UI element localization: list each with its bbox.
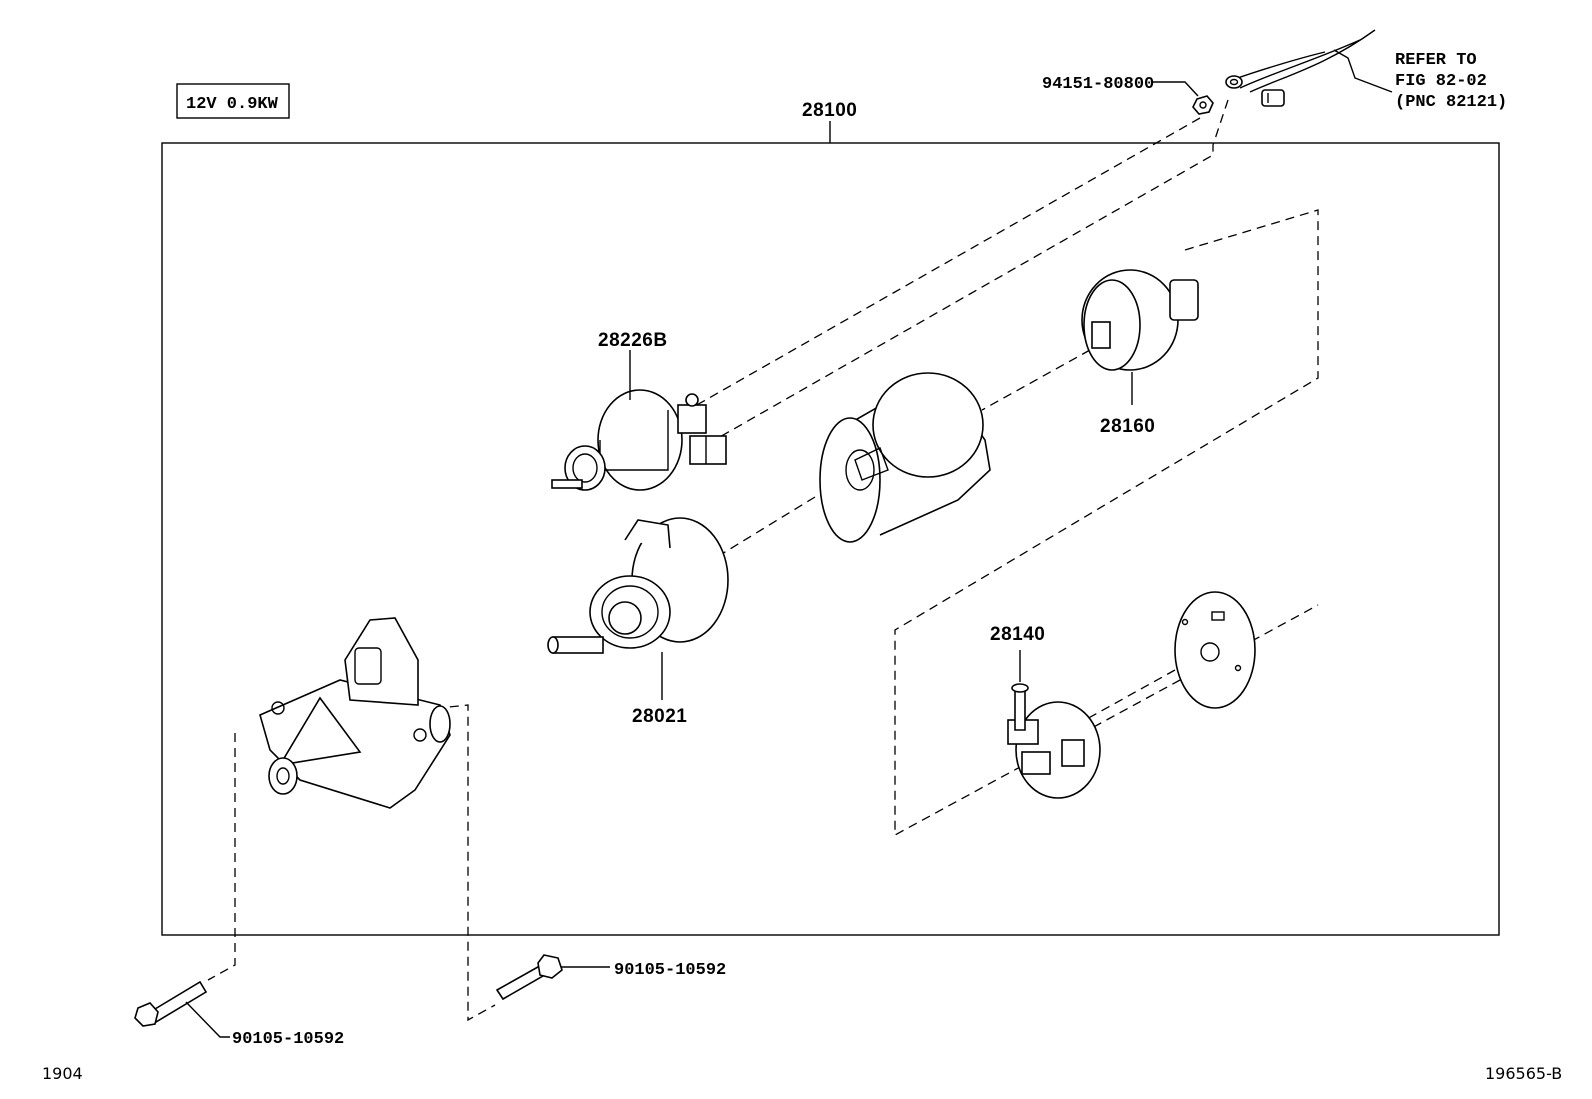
label-bolt-upper: 90105-10592 [614,961,726,980]
bolt-lower-part: 90105-10592 [134,980,344,1049]
nut-part: 94151-80800 [1042,75,1214,115]
armature-part: 28160 [1081,269,1199,437]
label-armature: 28160 [1100,416,1155,437]
label-drive: 28021 [632,706,687,727]
assembly-frame [161,142,1500,936]
assembly-lines [207,99,1319,1022]
corner-code-left: 1904 [42,1064,83,1083]
spec-label: 12V 0.9KW [186,95,279,114]
ref-line3: (PNC 82121) [1395,93,1507,112]
label-bolt-lower: 90105-10592 [232,1030,344,1049]
label-assembly: 28100 [802,100,857,121]
solenoid-part: 28226B [551,330,727,491]
label-solenoid: 28226B [598,330,668,351]
label-brush-holder: 28140 [990,624,1045,645]
yoke-part [819,372,991,543]
ref-line1: REFER TO [1395,51,1477,70]
label-nut: 94151-80800 [1042,75,1154,94]
ref-line2: FIG 82-02 [1395,72,1487,91]
drive-part: 28021 [547,517,729,727]
end-plate-part [1174,591,1256,709]
bolt-upper-part: 90105-10592 [495,954,726,1001]
corner-code-right: 196565-B [1485,1064,1562,1083]
front-housing-part [259,617,451,809]
spec-box: 12V 0.9KW [176,83,290,119]
wire-harness: REFER TO FIG 82-02 (PNC 82121) [1225,29,1507,112]
brush-holder-part: 28140 [990,624,1101,799]
